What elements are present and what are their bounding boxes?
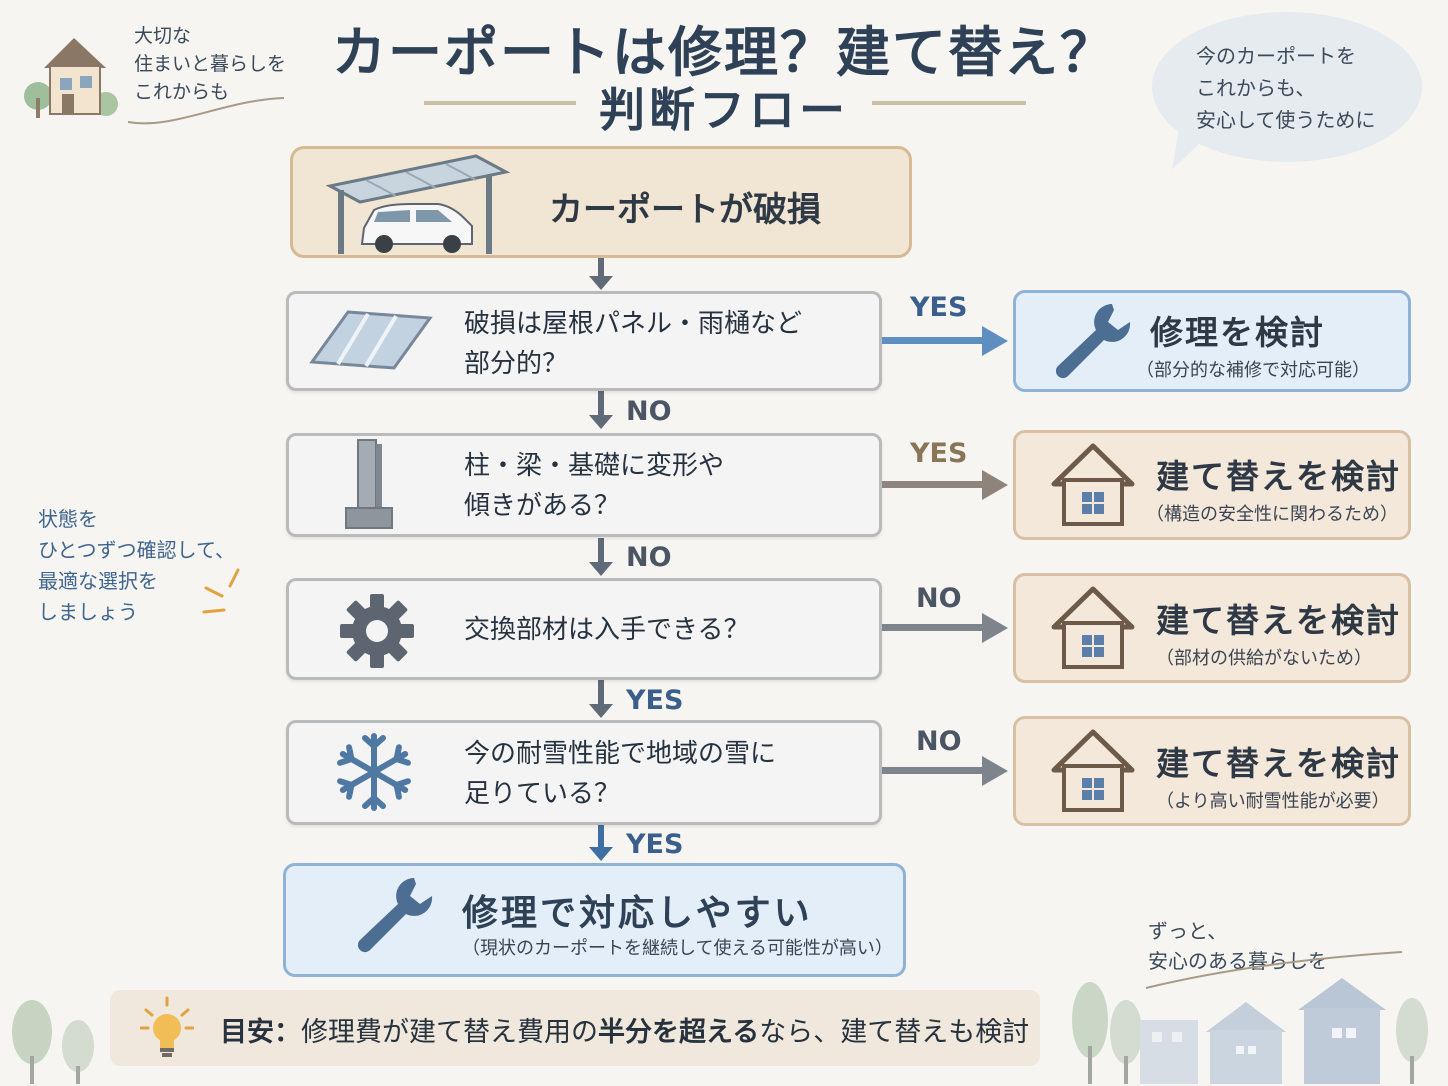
house-icon bbox=[1051, 586, 1135, 669]
guideline-part2: なら、建て替えも検討 bbox=[759, 1017, 1030, 1048]
arrow-down-q3 bbox=[589, 680, 613, 718]
q3-side-label: NO bbox=[916, 583, 962, 614]
guideline-emphasis: 半分を超える bbox=[598, 1017, 760, 1048]
town-illustration-icon bbox=[1072, 978, 1428, 1084]
note-top-right: 今のカーポートを これからも、 安心して使うために bbox=[1196, 44, 1376, 132]
q3-down-label: YES bbox=[626, 685, 684, 716]
trees-illustration-icon bbox=[12, 1000, 94, 1084]
title-divider-right bbox=[872, 101, 1026, 105]
note-left: 状態を ひとつずつ確認して、 最適な選択を しましょう bbox=[38, 507, 235, 624]
q4-down-label: YES bbox=[626, 829, 684, 860]
speech-bubble bbox=[1152, 12, 1422, 162]
q1-down-label: NO bbox=[626, 396, 672, 427]
roof-panel-icon bbox=[309, 310, 433, 370]
guideline-text: 目安：修理費が建て替え費用の半分を超えるなら、建て替えも検討 bbox=[220, 1010, 1029, 1049]
q2-down-label: NO bbox=[626, 542, 672, 573]
wrench-icon bbox=[357, 878, 433, 953]
house-icon bbox=[1051, 443, 1135, 526]
arrow-down-start bbox=[589, 258, 613, 290]
page-title: カーポートは修理？建て替え？ bbox=[332, 21, 1116, 84]
result-title-3: 建て替えを検討 bbox=[1156, 601, 1401, 640]
arrow-down-q1 bbox=[589, 391, 613, 429]
result-sub-3: （部材の供給がないため） bbox=[1156, 648, 1372, 669]
q1-side-label: YES bbox=[910, 292, 968, 323]
arrow-right-q1 bbox=[882, 326, 1008, 356]
result-sub-4: （より高い耐雪性能が必要） bbox=[1156, 791, 1390, 812]
title-divider-left bbox=[424, 101, 576, 105]
arrow-down-q2 bbox=[589, 538, 613, 576]
sparkle-icon bbox=[202, 568, 240, 614]
result-title-1: 修理を検討 bbox=[1150, 313, 1325, 352]
lightbulb-icon bbox=[140, 996, 194, 1057]
wrench-icon bbox=[1055, 304, 1131, 379]
house-illustration-icon bbox=[24, 38, 118, 118]
arrow-right-q3 bbox=[882, 613, 1008, 643]
note-underline bbox=[1145, 951, 1403, 989]
page-subtitle: 判断フロー bbox=[599, 83, 849, 137]
question-text-4: 今の耐雪性能で地域の雪に 足りている？ bbox=[464, 739, 777, 809]
note-underline bbox=[127, 97, 285, 125]
result-box-1 bbox=[1013, 290, 1411, 392]
result-sub-1: （部分的な補修で対応可能） bbox=[1136, 360, 1370, 381]
guideline-box bbox=[110, 990, 1040, 1066]
pillar-icon bbox=[345, 439, 393, 529]
question-text-3: 交換部材は入手できる？ bbox=[464, 615, 750, 645]
final-result-sub: （現状のカーポートを継続して使える可能性が高い） bbox=[462, 938, 893, 959]
question-text-1: 破損は屋根パネル・雨樋など 部分的？ bbox=[464, 309, 803, 379]
start-label: カーポートが破損 bbox=[549, 190, 821, 230]
q2-side-label: YES bbox=[910, 438, 968, 469]
carport-car-icon bbox=[326, 154, 510, 254]
question-text-2: 柱・梁・基礎に変形や 傾きがある？ bbox=[464, 451, 725, 521]
guideline-part1: 修理費が建て替え費用の bbox=[301, 1017, 598, 1048]
arrow-down-q4 bbox=[589, 825, 613, 861]
arrow-right-q4 bbox=[882, 756, 1008, 786]
q4-side-label: NO bbox=[916, 726, 962, 757]
final-result-title: 修理で対応しやすい bbox=[462, 893, 813, 934]
result-sub-2: （構造の安全性に関わるため） bbox=[1146, 504, 1398, 525]
gear-icon bbox=[340, 594, 414, 668]
snowflake-icon bbox=[337, 733, 411, 811]
house-icon bbox=[1051, 729, 1135, 812]
result-title-4: 建て替えを検討 bbox=[1156, 744, 1401, 783]
result-title-2: 建て替えを検討 bbox=[1156, 457, 1401, 496]
guideline-label: 目安： bbox=[220, 1017, 301, 1048]
arrow-right-q2 bbox=[882, 470, 1008, 500]
note-top-left: 大切な 住まいと暮らしを これからも bbox=[134, 25, 287, 103]
